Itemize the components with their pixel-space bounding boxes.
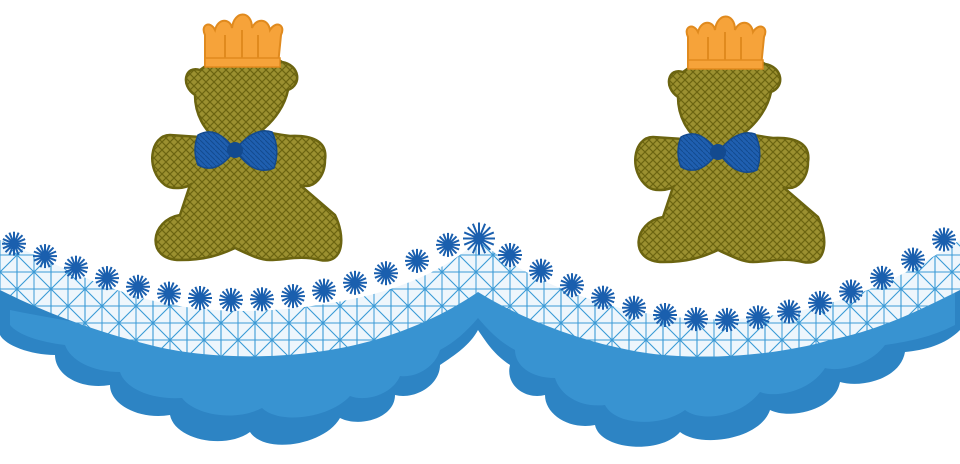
rosette bbox=[32, 244, 58, 269]
rosette bbox=[156, 281, 182, 306]
rosette bbox=[838, 279, 864, 304]
rosette bbox=[94, 266, 120, 291]
rosette bbox=[342, 270, 368, 295]
rosette bbox=[683, 307, 709, 332]
rosette bbox=[280, 284, 306, 309]
rosette bbox=[1, 231, 27, 256]
teddy-bear-left bbox=[151, 13, 343, 262]
rosette bbox=[559, 273, 585, 298]
rosette bbox=[311, 278, 337, 303]
rosette bbox=[373, 261, 399, 286]
rosette bbox=[249, 287, 275, 312]
rosette bbox=[125, 274, 151, 299]
rosette bbox=[900, 247, 926, 272]
bowtie bbox=[677, 132, 761, 173]
rosette bbox=[807, 290, 833, 315]
rosette bbox=[714, 307, 740, 332]
rosette bbox=[590, 285, 616, 310]
lace-border-scallop-shade bbox=[10, 272, 955, 422]
crown bbox=[202, 13, 284, 68]
rosette bbox=[404, 248, 430, 273]
rosette bbox=[869, 265, 895, 290]
rosette bbox=[435, 232, 461, 257]
rosette bbox=[745, 305, 771, 330]
rosette bbox=[187, 286, 213, 310]
rosette bbox=[497, 243, 523, 267]
rosette bbox=[462, 222, 496, 255]
bowtie bbox=[194, 130, 278, 171]
rosette bbox=[931, 227, 957, 252]
rosette bbox=[621, 295, 647, 320]
rosette bbox=[63, 255, 89, 280]
lace-border-flowers bbox=[1, 222, 957, 332]
lace-border bbox=[0, 222, 960, 447]
rosette bbox=[776, 299, 802, 324]
teddy-bear-right bbox=[634, 15, 826, 264]
rosette bbox=[528, 258, 554, 283]
rosette bbox=[652, 303, 678, 327]
crown bbox=[685, 15, 767, 70]
rosette bbox=[218, 287, 244, 312]
